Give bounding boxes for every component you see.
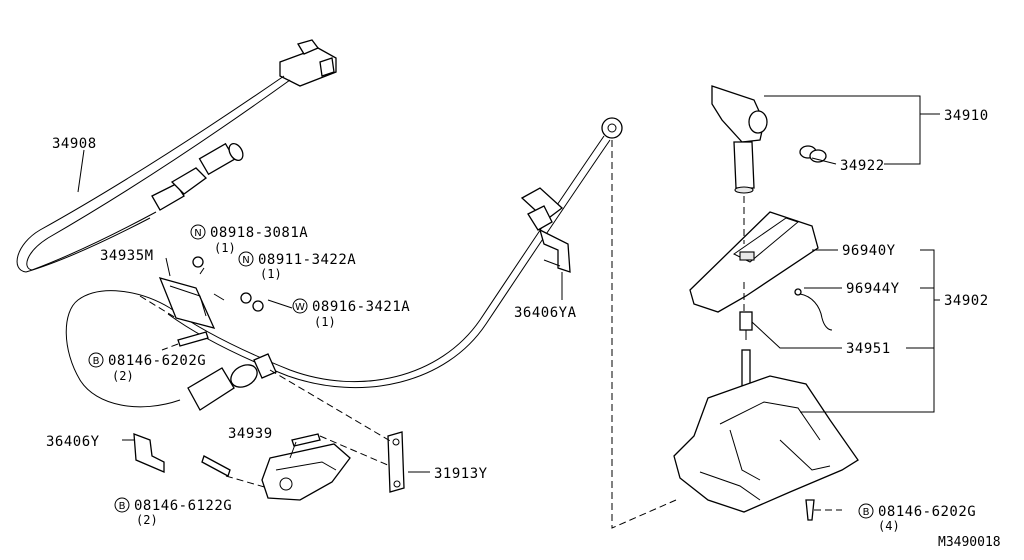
label-31913Y: 31913Y	[434, 466, 488, 482]
number-b1: 08146-6202G	[108, 353, 206, 369]
number-w1: 08916-3421A	[312, 299, 410, 315]
clip-36406YA[interactable]	[538, 228, 571, 273]
qty-n2: (1)	[260, 267, 282, 281]
number-n2: 08911-3422A	[258, 252, 356, 268]
fastener-callout-b3: B 08146-6202G (4)	[858, 503, 976, 533]
prefix-b2: B	[119, 501, 126, 512]
prefix-b1: B	[93, 356, 100, 367]
shift-knob-34910[interactable]	[711, 85, 768, 194]
alignment-lines	[139, 140, 842, 529]
label-34951: 34951	[846, 341, 891, 357]
leader-lines	[77, 95, 940, 473]
label-96944Y: 96944Y	[846, 281, 900, 297]
fastener-callout-b2: B 08146-6122G (2)	[114, 497, 232, 527]
label-34939: 34939	[228, 426, 273, 442]
prefix-w1: W	[295, 302, 305, 313]
fastener-callout-n1: N 08918-3081A (1)	[190, 224, 308, 255]
fastener-icons	[177, 256, 815, 521]
label-34902: 34902	[944, 293, 989, 309]
number-n1: 08918-3081A	[210, 225, 308, 241]
qty-w1: (1)	[314, 315, 336, 329]
lamp-wire-96944Y[interactable]	[794, 288, 833, 331]
label-34935M: 34935M	[100, 248, 154, 264]
prefix-n1: N	[194, 228, 201, 239]
fastener-callout-b1: B 08146-6202G (2)	[88, 352, 206, 383]
clip-36406Y[interactable]	[133, 433, 165, 473]
label-34922: 34922	[840, 158, 885, 174]
indicator-cover-96940Y[interactable]	[689, 211, 819, 313]
shifter-base-34902[interactable]	[673, 349, 859, 513]
qty-b3: (4)	[878, 519, 900, 533]
qty-n1: (1)	[214, 241, 236, 255]
selector-cable-34908[interactable]	[16, 39, 337, 273]
bracket-34939[interactable]	[261, 443, 351, 501]
detent-34951[interactable]	[739, 311, 753, 340]
number-b2: 08146-6122G	[134, 498, 232, 514]
label-34910: 34910	[944, 108, 989, 124]
spring-34922[interactable]	[799, 145, 827, 163]
prefix-n2: N	[242, 255, 249, 266]
label-96940Y: 96940Y	[842, 243, 896, 259]
qty-b1: (2)	[112, 369, 134, 383]
plate-31913Y[interactable]	[387, 431, 405, 493]
fastener-callout-w1: W 08916-3421A (1)	[292, 298, 410, 329]
number-b3: 08146-6202G	[878, 504, 976, 520]
fastener-callout-n2: N 08911-3422A (1)	[238, 251, 356, 281]
label-34908: 34908	[52, 136, 97, 152]
prefix-b3: B	[863, 507, 870, 518]
label-36406Y: 36406Y	[46, 434, 100, 450]
qty-b2: (2)	[136, 513, 158, 527]
label-36406YA: 36406YA	[514, 305, 577, 321]
control-cable-34935M[interactable]	[65, 117, 623, 411]
diagram-reference-code: M3490018	[938, 535, 1001, 550]
